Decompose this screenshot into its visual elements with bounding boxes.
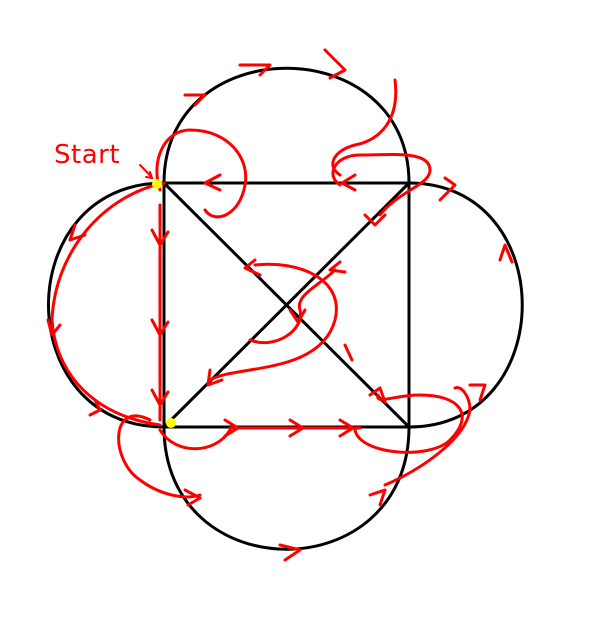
arrow-icon — [288, 418, 305, 438]
diagonal-anti — [162, 181, 411, 429]
arrow-icon — [438, 176, 457, 202]
arrow-icon — [278, 543, 302, 562]
path-loop-bottom-right — [353, 393, 464, 454]
arrow-icon — [150, 228, 170, 247]
path-center-s — [208, 262, 338, 382]
arc-right — [407, 181, 524, 429]
arc-left — [47, 181, 166, 429]
arrow-icon — [368, 386, 387, 404]
start-label: Start — [54, 140, 121, 170]
arrowheads — [46, 48, 514, 562]
path-left-arc — [50, 181, 166, 427]
arrow-icon — [288, 308, 307, 324]
path-loop-bottom-right-2 — [383, 386, 472, 487]
arrow-icon — [338, 418, 355, 438]
arrow-icon — [243, 258, 262, 277]
arrow-icon — [223, 418, 240, 438]
arrow-icon — [340, 173, 357, 192]
start-pointer — [139, 164, 154, 180]
arrow-icon — [206, 368, 224, 387]
arc-bottom — [162, 425, 411, 551]
arrow-icon — [68, 223, 87, 242]
end-vertex-marker — [166, 418, 176, 428]
arrow-icon — [368, 488, 387, 507]
arrow-icon — [328, 260, 347, 274]
arrow-icon — [468, 383, 487, 402]
path-center-s-2 — [248, 268, 337, 345]
path-loop-bottom-left-2 — [158, 428, 232, 451]
arrow-icon — [183, 93, 207, 107]
arrow-icon — [88, 398, 102, 417]
path-top-arc — [331, 78, 398, 177]
arrow-icon — [363, 213, 387, 227]
arrow-icon — [323, 48, 347, 80]
arc-top — [162, 66, 411, 185]
path-loop-bottom-left — [117, 414, 202, 499]
start-vertex-marker — [152, 179, 162, 189]
arrow-icon — [343, 343, 354, 362]
arrow-icon — [183, 488, 202, 507]
arrow-icon — [150, 318, 170, 337]
arrow-icon — [150, 388, 170, 407]
path-loop-top-left — [155, 128, 248, 219]
path-loop-top-right — [331, 152, 432, 217]
arrow-icon — [238, 63, 272, 77]
arrow-icon — [203, 173, 222, 192]
arrow-icon — [498, 243, 514, 264]
arrow-icon — [46, 318, 62, 337]
